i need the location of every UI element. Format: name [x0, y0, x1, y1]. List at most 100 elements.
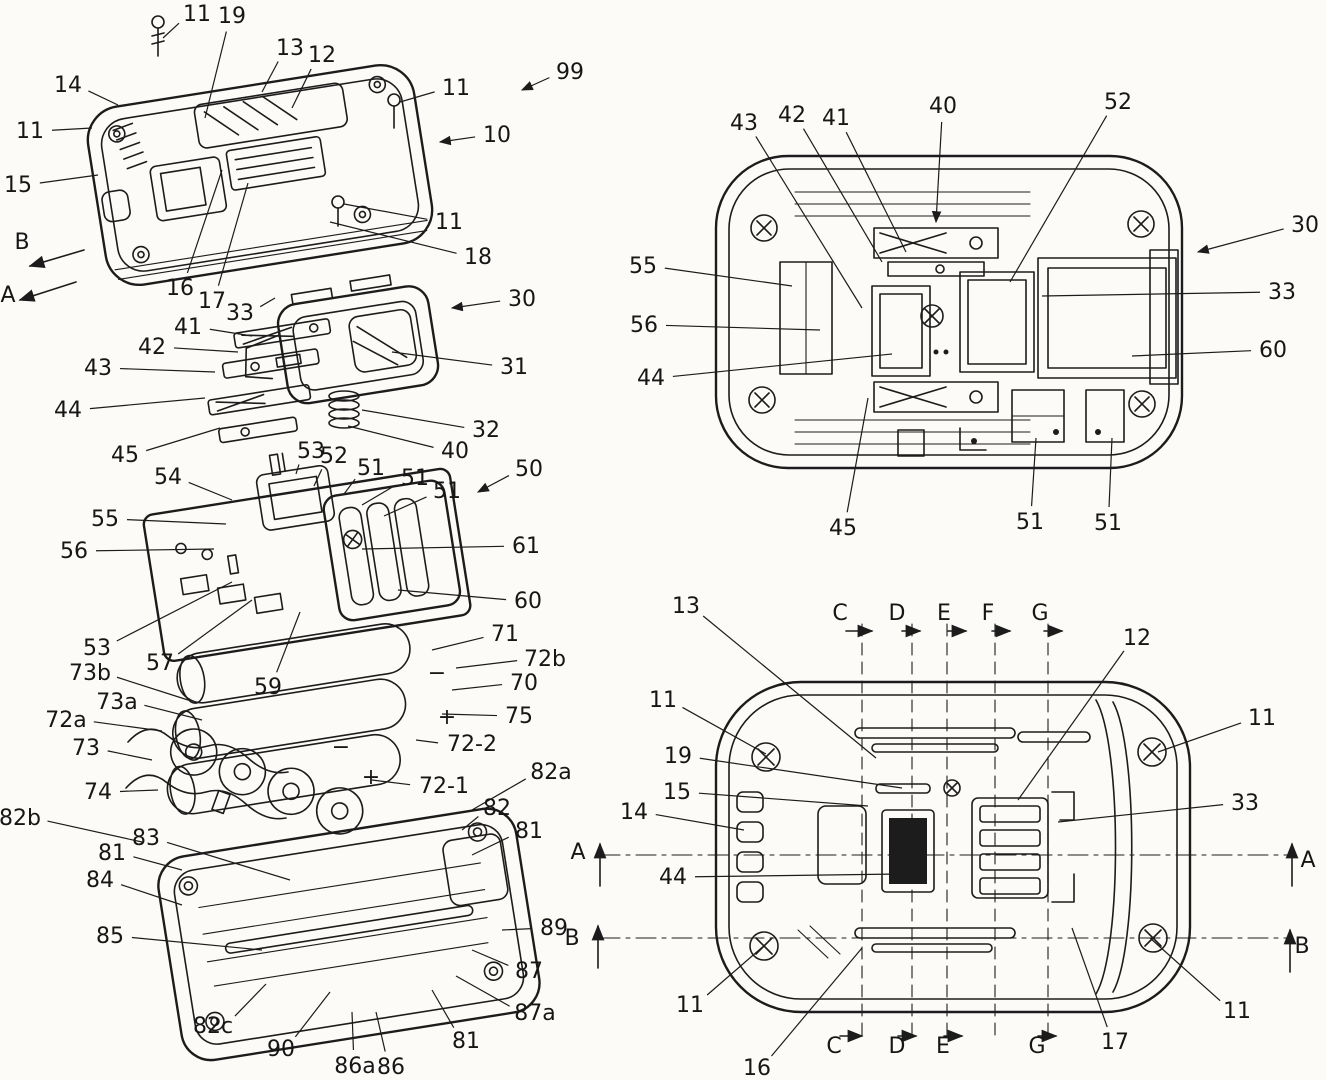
ref-label-72a: 72a: [45, 708, 86, 733]
ref-label-86a: 86a: [334, 1054, 375, 1079]
ref-label-72-1: 72-1: [419, 774, 469, 799]
leader-line: [145, 427, 221, 452]
leader-line: [119, 789, 159, 793]
ref-label-14: 14: [620, 800, 648, 825]
ref-label-c: C: [826, 1034, 841, 1059]
leader-line: [1009, 115, 1108, 283]
leader-line: [294, 991, 331, 1038]
leader-line: [1041, 291, 1261, 297]
screw-icon: [749, 737, 1168, 961]
leader-line: [276, 611, 301, 673]
leader-line: [845, 131, 907, 253]
ref-label-17: 17: [1101, 1030, 1129, 1055]
ref-label-33: 33: [1268, 280, 1296, 305]
leader-line: [93, 721, 163, 732]
ref-label-56: 56: [630, 313, 658, 338]
ref-label-15: 15: [4, 173, 32, 198]
ref-label-g: G: [1028, 1034, 1045, 1059]
leader-line: [375, 1011, 386, 1052]
ref-label-14: 14: [54, 73, 82, 98]
ref-label-11: 11: [676, 993, 704, 1018]
leader-line: [88, 90, 119, 106]
leader-line: [699, 757, 903, 789]
ref-label-53: 53: [83, 636, 111, 661]
leader-line: [162, 22, 180, 39]
leader-line: [371, 779, 411, 786]
leader-line: [520, 77, 550, 91]
ref-label-30: 30: [508, 287, 536, 312]
ref-label-11: 11: [1223, 999, 1251, 1024]
leader-line: [1149, 937, 1221, 1002]
ref-label-+: +: [362, 765, 380, 790]
ref-label-52: 52: [1104, 90, 1132, 115]
ref-label-11: 11: [649, 688, 677, 713]
ref-label-−: −: [332, 735, 350, 760]
leader-line: [204, 31, 227, 119]
screw-icon: [151, 15, 401, 227]
leader-line: [451, 683, 503, 691]
ref-label-84: 84: [86, 868, 114, 893]
ref-label-81: 81: [452, 1029, 480, 1054]
leader-line: [431, 636, 484, 651]
leader-line: [343, 203, 428, 220]
leader-line: [476, 475, 510, 493]
leader-line: [441, 713, 498, 717]
ref-label-73a: 73a: [96, 690, 137, 715]
leader-line: [47, 820, 143, 843]
leader-line: [144, 704, 203, 721]
ref-label-15: 15: [663, 780, 691, 805]
ref-label-d: D: [889, 601, 906, 626]
ref-label-40: 40: [441, 439, 469, 464]
leader-line: [119, 367, 216, 373]
leader-line: [89, 397, 206, 410]
leader-line: [1157, 722, 1242, 753]
ref-label-82c: 82c: [193, 1014, 233, 1039]
leader-line: [126, 519, 227, 525]
ref-label-32: 32: [472, 418, 500, 443]
leader-line: [415, 739, 439, 744]
leader-line: [501, 928, 533, 931]
ref-label-+: +: [438, 705, 456, 730]
leader-line: [694, 873, 899, 878]
leader-line: [1071, 927, 1108, 1028]
ref-label-87a: 87a: [514, 1001, 555, 1026]
leader-line: [291, 68, 312, 109]
ref-label-55: 55: [91, 507, 119, 532]
ref-label-b: B: [564, 926, 579, 951]
ref-label-55: 55: [629, 254, 657, 279]
ref-label-74: 74: [84, 780, 112, 805]
ref-label-60: 60: [1259, 338, 1287, 363]
ref-label-73: 73: [72, 736, 100, 761]
leader-line: [698, 792, 869, 807]
leader-line: [438, 135, 476, 146]
ref-label-a: A: [1300, 848, 1315, 873]
ref-label-13: 13: [672, 594, 700, 619]
ref-label-f: F: [982, 601, 995, 626]
ref-label-b: B: [1294, 934, 1309, 959]
ref-label-31: 31: [500, 355, 528, 380]
ref-label-87: 87: [515, 959, 543, 984]
leader-line: [107, 750, 153, 761]
ref-label-12: 12: [1123, 626, 1151, 651]
ref-label-c: C: [832, 601, 847, 626]
leader-line: [361, 409, 465, 429]
ref-label-57: 57: [146, 651, 174, 676]
spring-icon: [328, 390, 360, 429]
ref-label-11: 11: [435, 210, 463, 235]
leader-line: [261, 61, 279, 93]
ref-label-33: 33: [1231, 791, 1259, 816]
ref-label-42: 42: [778, 103, 806, 128]
connector-top-view-art: [714, 154, 1184, 470]
ref-label-54: 54: [154, 465, 182, 490]
leader-line: [347, 425, 434, 448]
leader-line: [1017, 650, 1125, 801]
leader-line: [188, 481, 233, 501]
ref-label-45: 45: [111, 443, 139, 468]
ref-label-19: 19: [218, 4, 246, 29]
ref-label-60: 60: [514, 589, 542, 614]
ref-label-g: G: [1031, 601, 1048, 626]
ref-label-51: 51: [1094, 511, 1122, 536]
leader-line: [343, 478, 356, 495]
